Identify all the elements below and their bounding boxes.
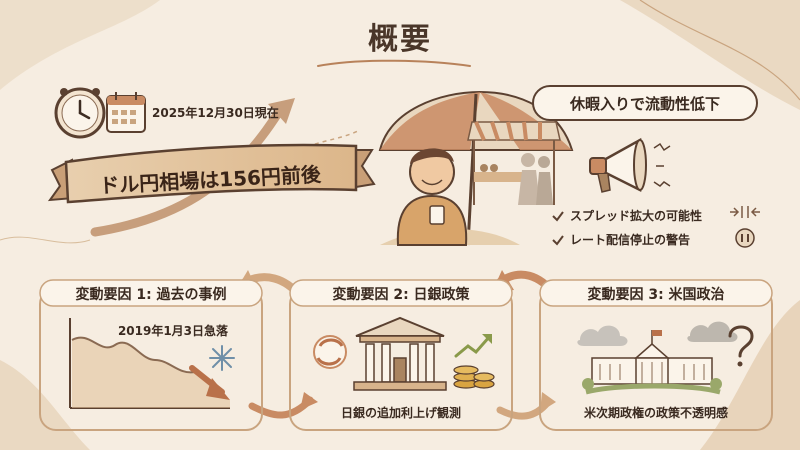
spread-arrows-icon: [730, 206, 760, 218]
page-title: 概要: [368, 22, 432, 57]
trend-arrow: [90, 105, 285, 237]
factor-3-title: 変動要因 3: 米国政治: [587, 287, 725, 303]
megaphone-icon: [589, 137, 671, 193]
bank-building-icon: [353, 316, 447, 391]
corner-wash-top-left: [0, 0, 160, 90]
holiday-pill-bg: [532, 85, 758, 121]
banner-ribbon: [47, 143, 376, 204]
white-house-icon: [582, 330, 722, 395]
factor-2-title: 変動要因 2: 日銀政策: [332, 287, 470, 303]
factor-2-caption: 日銀の追加利上げ観測: [340, 406, 461, 420]
calendar-icon: [106, 92, 146, 133]
coffee-cup-icon: [429, 205, 445, 225]
check-label: スプレッド拡大の可能性: [570, 209, 703, 223]
pause-icon: [735, 228, 755, 248]
question-mark-icon: [728, 325, 754, 367]
clock-icon: [54, 87, 106, 139]
corner-wash-bottom-left: [0, 360, 90, 450]
clouds: [577, 321, 738, 346]
corner-wash-bottom-right: [700, 300, 800, 450]
factor-3-caption: 米次期政権の政策不透明感: [583, 406, 728, 420]
corner-wash-top-right: [620, 0, 800, 110]
check-icon: [552, 210, 564, 222]
market-stall: [467, 121, 561, 205]
snowflake-icon: [209, 345, 235, 371]
crash-chart: [69, 318, 230, 409]
cycle-arrows-icon: [313, 335, 347, 369]
check-label: レート配信停止の警告: [570, 233, 691, 247]
holiday-pill: 休暇入りで流動性低下: [569, 95, 720, 113]
check-item-rate: レート配信停止の警告: [552, 231, 690, 248]
coin-stack-icon: [453, 334, 495, 389]
title-underline: [317, 59, 471, 67]
factor-1-title: 変動要因 1: 過去の事例: [75, 287, 227, 303]
check-icon: [552, 234, 564, 246]
factor-1-caption: 2019年1月3日急落: [117, 324, 229, 338]
check-item-spread: スプレッド拡大の可能性: [552, 207, 702, 224]
date-label: 2025年12月30日現在: [152, 106, 279, 120]
